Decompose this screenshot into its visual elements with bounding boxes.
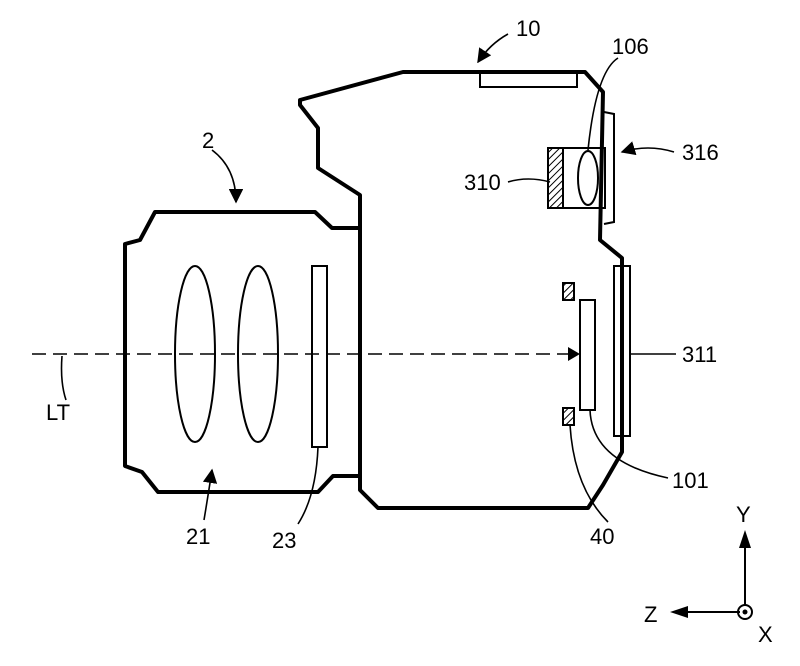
- eyepiece-housing: [603, 111, 615, 225]
- label-axis-x: X: [758, 622, 773, 647]
- label-lt: LT: [46, 400, 70, 425]
- holder-bottom: [562, 407, 575, 426]
- leader-23: [297, 446, 319, 525]
- y-axis-arrow: [739, 530, 751, 548]
- leader-lt: [60, 355, 67, 401]
- label-21: 21: [186, 524, 210, 549]
- label-10: 10: [516, 16, 540, 41]
- z-axis-arrow: [670, 606, 688, 618]
- label-316: 316: [682, 140, 719, 165]
- leader-21: [202, 468, 218, 521]
- lens-element-1: [174, 265, 216, 443]
- label-23: 23: [272, 528, 296, 553]
- holder-top: [562, 282, 575, 301]
- leader-316: [620, 141, 675, 156]
- leader-310: [507, 178, 551, 183]
- label-101: 101: [672, 468, 709, 493]
- eyepiece-lens: [577, 150, 599, 206]
- finder-block: [547, 147, 564, 209]
- finder-barrel: [562, 147, 606, 209]
- label-axis-z: Z: [644, 602, 657, 627]
- rear-display: [613, 265, 631, 437]
- camera-body-outline: [298, 70, 624, 510]
- lens-element-2: [237, 265, 279, 443]
- x-axis-ring: [737, 604, 753, 620]
- label-axis-y: Y: [736, 502, 751, 527]
- leader-40: [569, 424, 609, 523]
- label-310: 310: [464, 170, 501, 195]
- optical-axis-arrow: [568, 347, 580, 361]
- label-106: 106: [612, 34, 649, 59]
- x-axis-dot: [742, 609, 748, 615]
- leader-2: [211, 149, 244, 204]
- top-display: [479, 71, 578, 88]
- leader-101: [589, 409, 669, 479]
- label-311: 311: [682, 342, 717, 367]
- label-40: 40: [590, 524, 614, 549]
- leader-106: [587, 57, 619, 151]
- label-2: 2: [202, 128, 214, 153]
- image-sensor: [579, 299, 596, 411]
- leader-10: [477, 33, 509, 64]
- lens-unit-outline: [123, 210, 362, 494]
- lens-plate: [311, 265, 328, 448]
